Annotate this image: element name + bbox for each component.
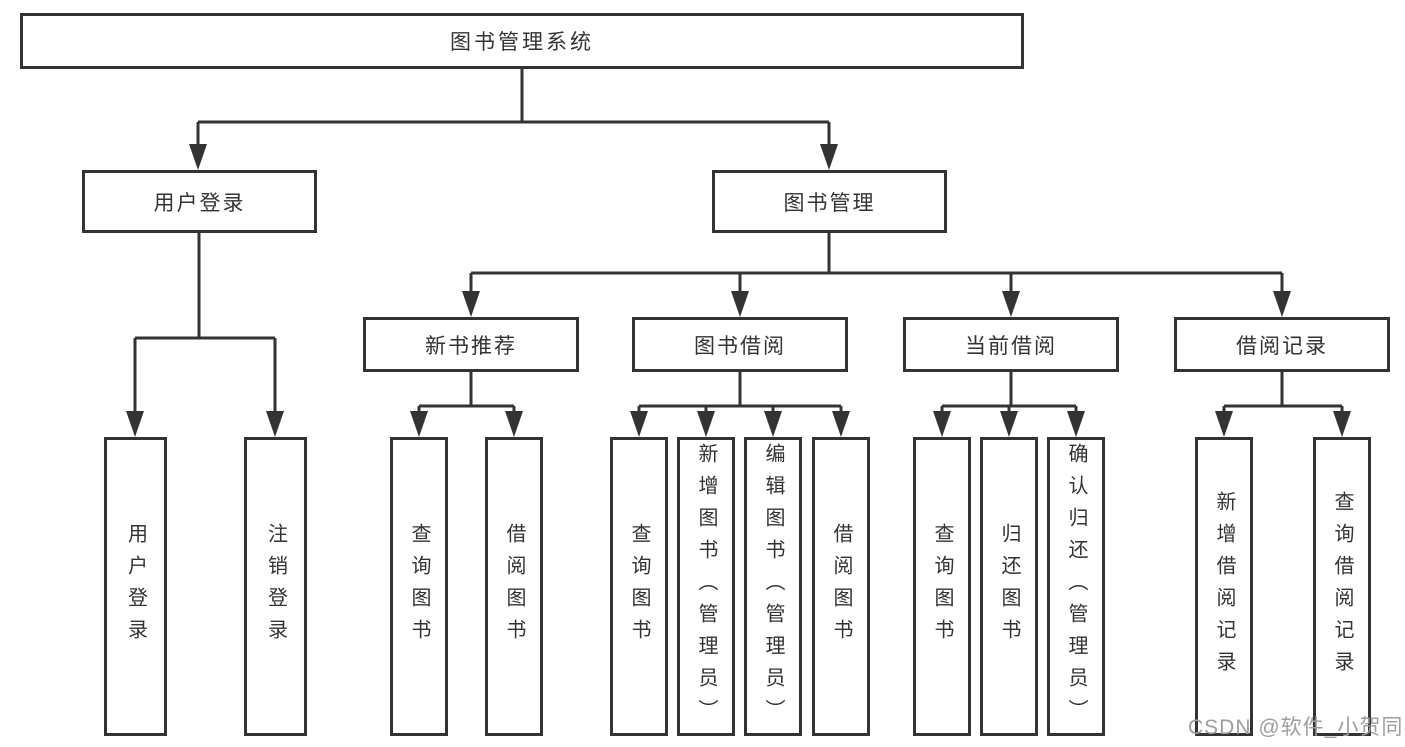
leaf-return-books: 归还图书 xyxy=(980,437,1038,736)
leaf-query-books-borrowing: 查询图书 xyxy=(610,437,668,736)
node-user-login-branch-label: 用户登录 xyxy=(153,191,246,215)
node-book-management-label: 图书管理 xyxy=(783,191,876,215)
leaf-confirm-return-admin: 确认归还（管理员） xyxy=(1047,437,1105,736)
leaf-edit-books-admin-label: 编辑图书（管理员） xyxy=(762,442,784,731)
leaf-borrow-books-label: 借阅图书 xyxy=(830,522,852,651)
node-borrowing-records: 借阅记录 xyxy=(1174,317,1390,372)
node-book-borrowing: 图书借阅 xyxy=(632,317,848,372)
leaf-borrow-books: 借阅图书 xyxy=(812,437,870,736)
node-borrowing-records-label: 借阅记录 xyxy=(1236,334,1328,358)
node-new-book-recommend-label: 新书推荐 xyxy=(425,334,517,358)
leaf-add-borrow-record-label: 新增借阅记录 xyxy=(1213,490,1235,683)
node-current-borrowing-label: 当前借阅 xyxy=(965,334,1057,358)
leaf-query-books-recommend-label: 查询图书 xyxy=(408,522,430,651)
leaf-borrow-books-recommend: 借阅图书 xyxy=(485,437,543,736)
leaf-query-books-recommend: 查询图书 xyxy=(390,437,448,736)
leaf-query-books-current-label: 查询图书 xyxy=(931,522,953,651)
leaf-add-books-admin-label: 新增图书（管理员） xyxy=(695,442,717,731)
leaf-query-books-current: 查询图书 xyxy=(913,437,971,736)
node-root: 图书管理系统 xyxy=(20,13,1024,69)
node-user-login-branch: 用户登录 xyxy=(82,170,317,233)
leaf-add-books-admin: 新增图书（管理员） xyxy=(677,437,735,736)
leaf-add-borrow-record: 新增借阅记录 xyxy=(1195,437,1253,736)
leaf-query-borrow-record: 查询借阅记录 xyxy=(1313,437,1371,736)
node-new-book-recommend: 新书推荐 xyxy=(363,317,579,372)
leaf-logout: 注销登录 xyxy=(244,437,307,736)
watermark-text: CSDN @软件_小贺同学 xyxy=(1188,716,1405,739)
leaf-query-borrow-record-label: 查询借阅记录 xyxy=(1331,490,1353,683)
leaf-edit-books-admin: 编辑图书（管理员） xyxy=(744,437,802,736)
leaf-logout-label: 注销登录 xyxy=(264,522,287,651)
arrowheads xyxy=(126,144,1351,437)
leaf-query-books-borrowing-label: 查询图书 xyxy=(628,522,650,651)
node-book-management: 图书管理 xyxy=(712,170,947,233)
leaf-confirm-return-admin-label: 确认归还（管理员） xyxy=(1065,442,1087,731)
leaf-borrow-books-recommend-label: 借阅图书 xyxy=(503,522,525,651)
node-current-borrowing: 当前借阅 xyxy=(903,317,1119,372)
node-root-label: 图书管理系统 xyxy=(450,31,594,54)
leaf-user-login-label: 用户登录 xyxy=(124,522,147,651)
leaf-return-books-label: 归还图书 xyxy=(998,522,1020,651)
node-book-borrowing-label: 图书借阅 xyxy=(694,334,786,358)
leaf-user-login: 用户登录 xyxy=(104,437,167,736)
